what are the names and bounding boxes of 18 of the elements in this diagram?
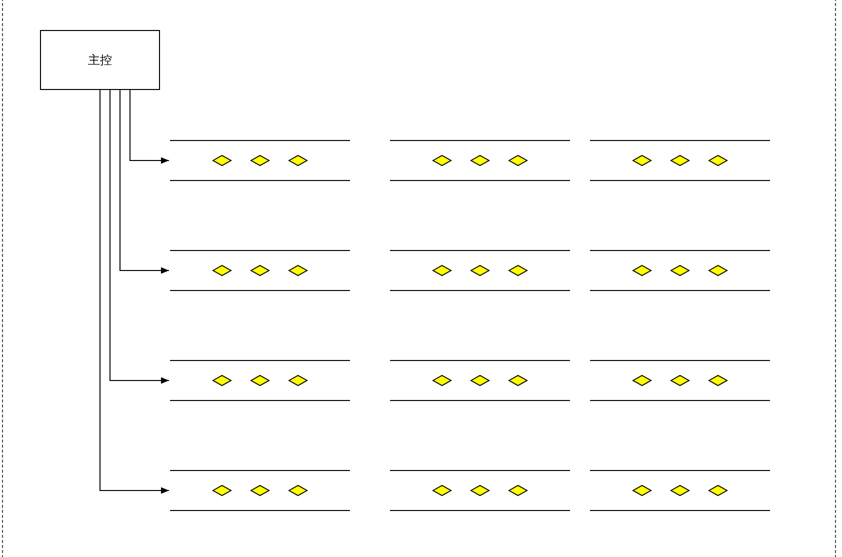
lamp-strip [170, 360, 350, 401]
lamp-strip [170, 140, 350, 181]
lamp-strip [170, 250, 350, 291]
box-label: 主控 [88, 52, 112, 68]
lamp-strip [590, 360, 770, 401]
arrow [100, 90, 170, 494]
lamp-strip [590, 140, 770, 181]
arrow [110, 90, 170, 384]
lamp-strip [590, 470, 770, 511]
lamp-strip [390, 470, 570, 511]
lamp-strip [390, 250, 570, 291]
arrow [130, 90, 170, 164]
arrow [120, 90, 170, 274]
controller-box [40, 30, 160, 90]
lamp-strip [390, 360, 570, 401]
lamp-strip [170, 470, 350, 511]
lamp-strip [390, 140, 570, 181]
lamp-strip [590, 250, 770, 291]
